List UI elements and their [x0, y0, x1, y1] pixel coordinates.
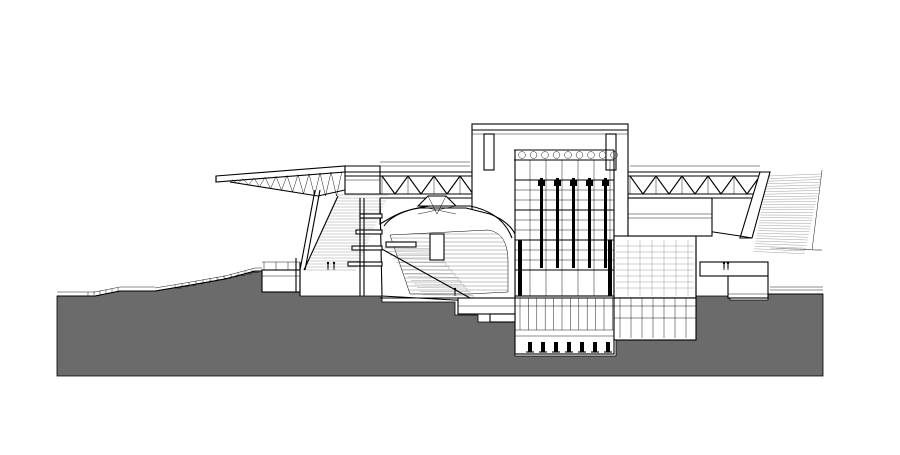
auditorium: [347, 195, 516, 303]
entrance-terrace: [261, 258, 301, 296]
left-canopy: [215, 165, 381, 271]
right-canopy: [699, 169, 823, 254]
scale-figures: [326, 261, 730, 297]
backstage: [613, 197, 769, 299]
terrain-steps: [87, 269, 259, 296]
terrain-lines: [57, 267, 823, 297]
basement: [457, 295, 697, 355]
